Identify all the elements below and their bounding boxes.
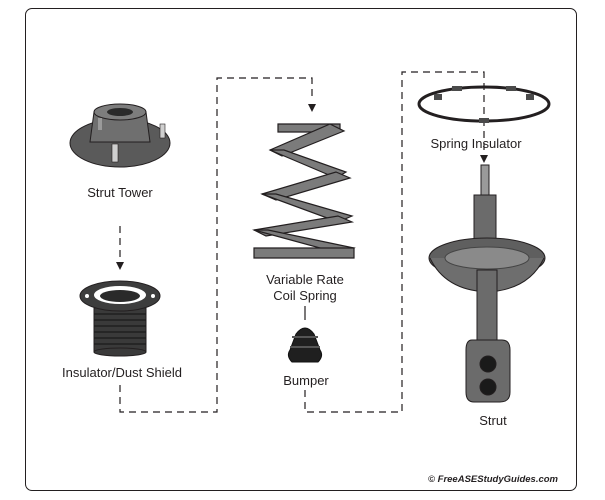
variable-rate-label-line1: Variable Rate [266,272,344,287]
spring-insulator-label: Spring Insulator [430,136,522,151]
strut-tower-part [69,103,171,168]
insulator-dust-shield-part [79,280,161,357]
assembly-path-lines [119,71,485,413]
arrowheads [116,104,488,270]
insulator-dust-shield-label: Insulator/Dust Shield [62,365,182,380]
bumper-label: Bumper [283,373,329,388]
copyright-credit: © FreeASEStudyGuides.com [428,474,559,485]
strut-label: Strut [479,413,507,428]
bumper-part [287,306,323,363]
diagram-frame [25,8,577,491]
coil-spring-part [252,123,356,259]
strut-part [428,164,546,403]
strut-tower-label: Strut Tower [87,185,153,200]
variable-rate-label-line2: Coil Spring [273,288,337,303]
spring-insulator-part [417,85,551,123]
